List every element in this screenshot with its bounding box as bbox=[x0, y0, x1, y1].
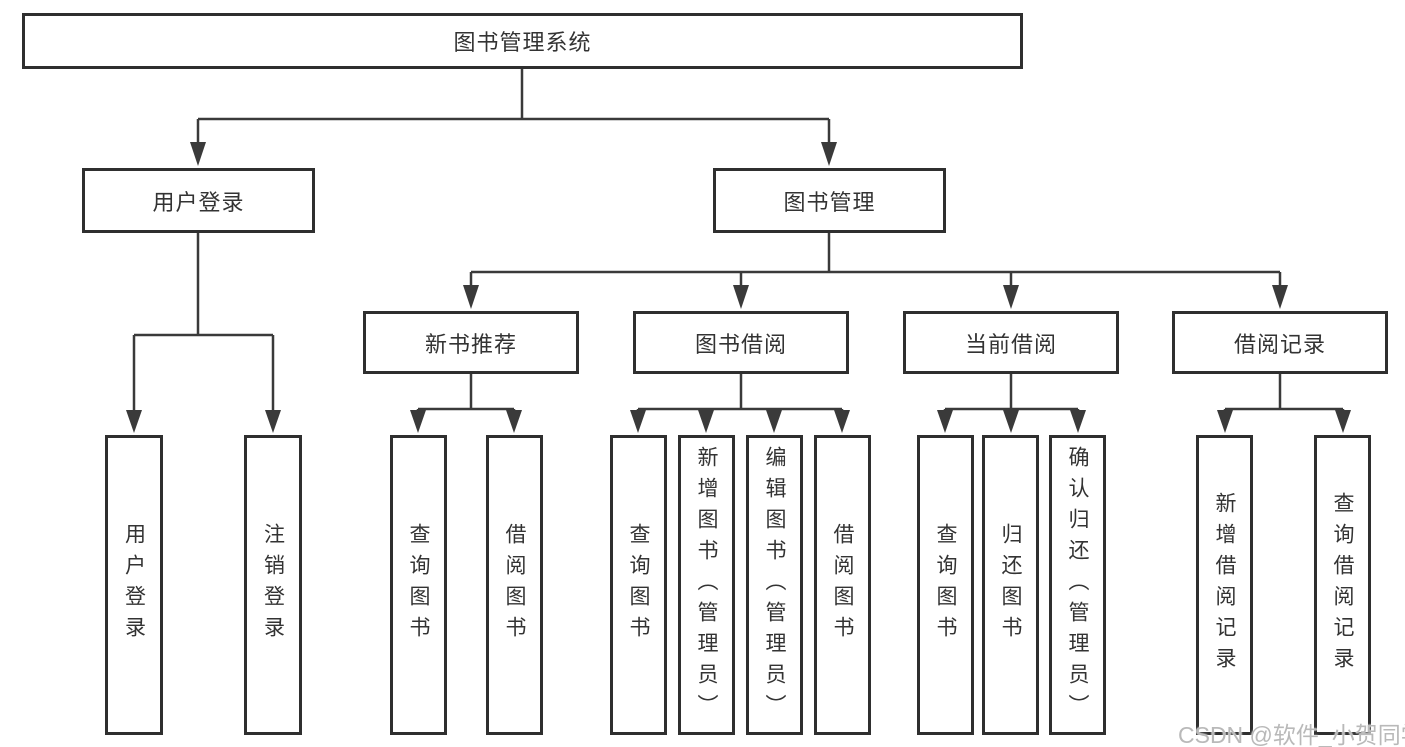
leaf-logout-label: 注销登录 bbox=[261, 523, 285, 647]
leaf-borrow-edit-books-admin-label: 编辑图书（管理员） bbox=[763, 445, 786, 725]
node-user-login: 用户登录 bbox=[82, 168, 315, 233]
node-borrow-records: 借阅记录 bbox=[1172, 311, 1388, 374]
leaf-borrow-query-books-label: 查询图书 bbox=[627, 523, 650, 647]
node-book-management: 图书管理 bbox=[713, 168, 946, 233]
node-borrow-records-label: 借阅记录 bbox=[1233, 331, 1326, 357]
wire-current-split bbox=[943, 373, 1080, 414]
wire-records-split bbox=[1223, 373, 1345, 414]
wire-root-split bbox=[196, 67, 831, 144]
leaf-borrow-borrow-books: 借阅图书 bbox=[814, 435, 871, 735]
leaf-recommend-borrow-books: 借阅图书 bbox=[486, 435, 543, 735]
leaf-records-add-record-label: 新增借阅记录 bbox=[1213, 492, 1236, 678]
leaf-current-query-books: 查询图书 bbox=[917, 435, 974, 735]
leaf-records-query-record-label: 查询借阅记录 bbox=[1331, 492, 1354, 678]
wire-book-management-split bbox=[469, 231, 1282, 287]
node-current-borrow-label: 当前借阅 bbox=[964, 331, 1057, 357]
leaf-current-return-books: 归还图书 bbox=[982, 435, 1039, 735]
leaf-user-login: 用户登录 bbox=[105, 435, 163, 735]
node-book-borrow: 图书借阅 bbox=[633, 311, 849, 374]
leaf-current-query-books-label: 查询图书 bbox=[934, 523, 957, 647]
node-book-borrow-label: 图书借阅 bbox=[694, 331, 787, 357]
leaf-logout: 注销登录 bbox=[244, 435, 302, 735]
node-current-borrow: 当前借阅 bbox=[903, 311, 1119, 374]
arrowheads bbox=[126, 142, 1351, 433]
leaf-current-confirm-return-admin: 确认归还（管理员） bbox=[1049, 435, 1106, 735]
node-new-book-recommend: 新书推荐 bbox=[363, 311, 579, 374]
wire-borrow-split bbox=[636, 373, 844, 414]
node-book-management-label: 图书管理 bbox=[783, 189, 876, 215]
node-root-label: 图书管理系统 bbox=[453, 30, 592, 55]
leaf-borrow-query-books: 查询图书 bbox=[610, 435, 667, 735]
leaf-recommend-borrow-books-label: 借阅图书 bbox=[503, 523, 526, 647]
leaf-user-login-label: 用户登录 bbox=[122, 523, 146, 647]
leaf-borrow-add-books-admin: 新增图书（管理员） bbox=[678, 435, 735, 735]
leaf-recommend-query-books-label: 查询图书 bbox=[407, 523, 430, 647]
node-new-book-recommend-label: 新书推荐 bbox=[424, 331, 517, 357]
leaf-records-query-record: 查询借阅记录 bbox=[1314, 435, 1371, 735]
node-user-login-label: 用户登录 bbox=[152, 189, 245, 215]
leaf-current-confirm-return-admin-label: 确认归还（管理员） bbox=[1066, 445, 1089, 725]
wire-user-login-split bbox=[132, 231, 275, 412]
wire-recommend-split bbox=[416, 373, 516, 414]
leaf-borrow-add-books-admin-label: 新增图书（管理员） bbox=[695, 445, 718, 725]
leaf-current-return-books-label: 归还图书 bbox=[999, 523, 1022, 647]
leaf-recommend-query-books: 查询图书 bbox=[390, 435, 447, 735]
leaf-records-add-record: 新增借阅记录 bbox=[1196, 435, 1253, 735]
node-root: 图书管理系统 bbox=[22, 13, 1023, 69]
leaf-borrow-borrow-books-label: 借阅图书 bbox=[831, 523, 854, 647]
watermark: CSDN @软件_小贺同学 bbox=[1178, 722, 1405, 747]
leaf-borrow-edit-books-admin: 编辑图书（管理员） bbox=[746, 435, 803, 735]
